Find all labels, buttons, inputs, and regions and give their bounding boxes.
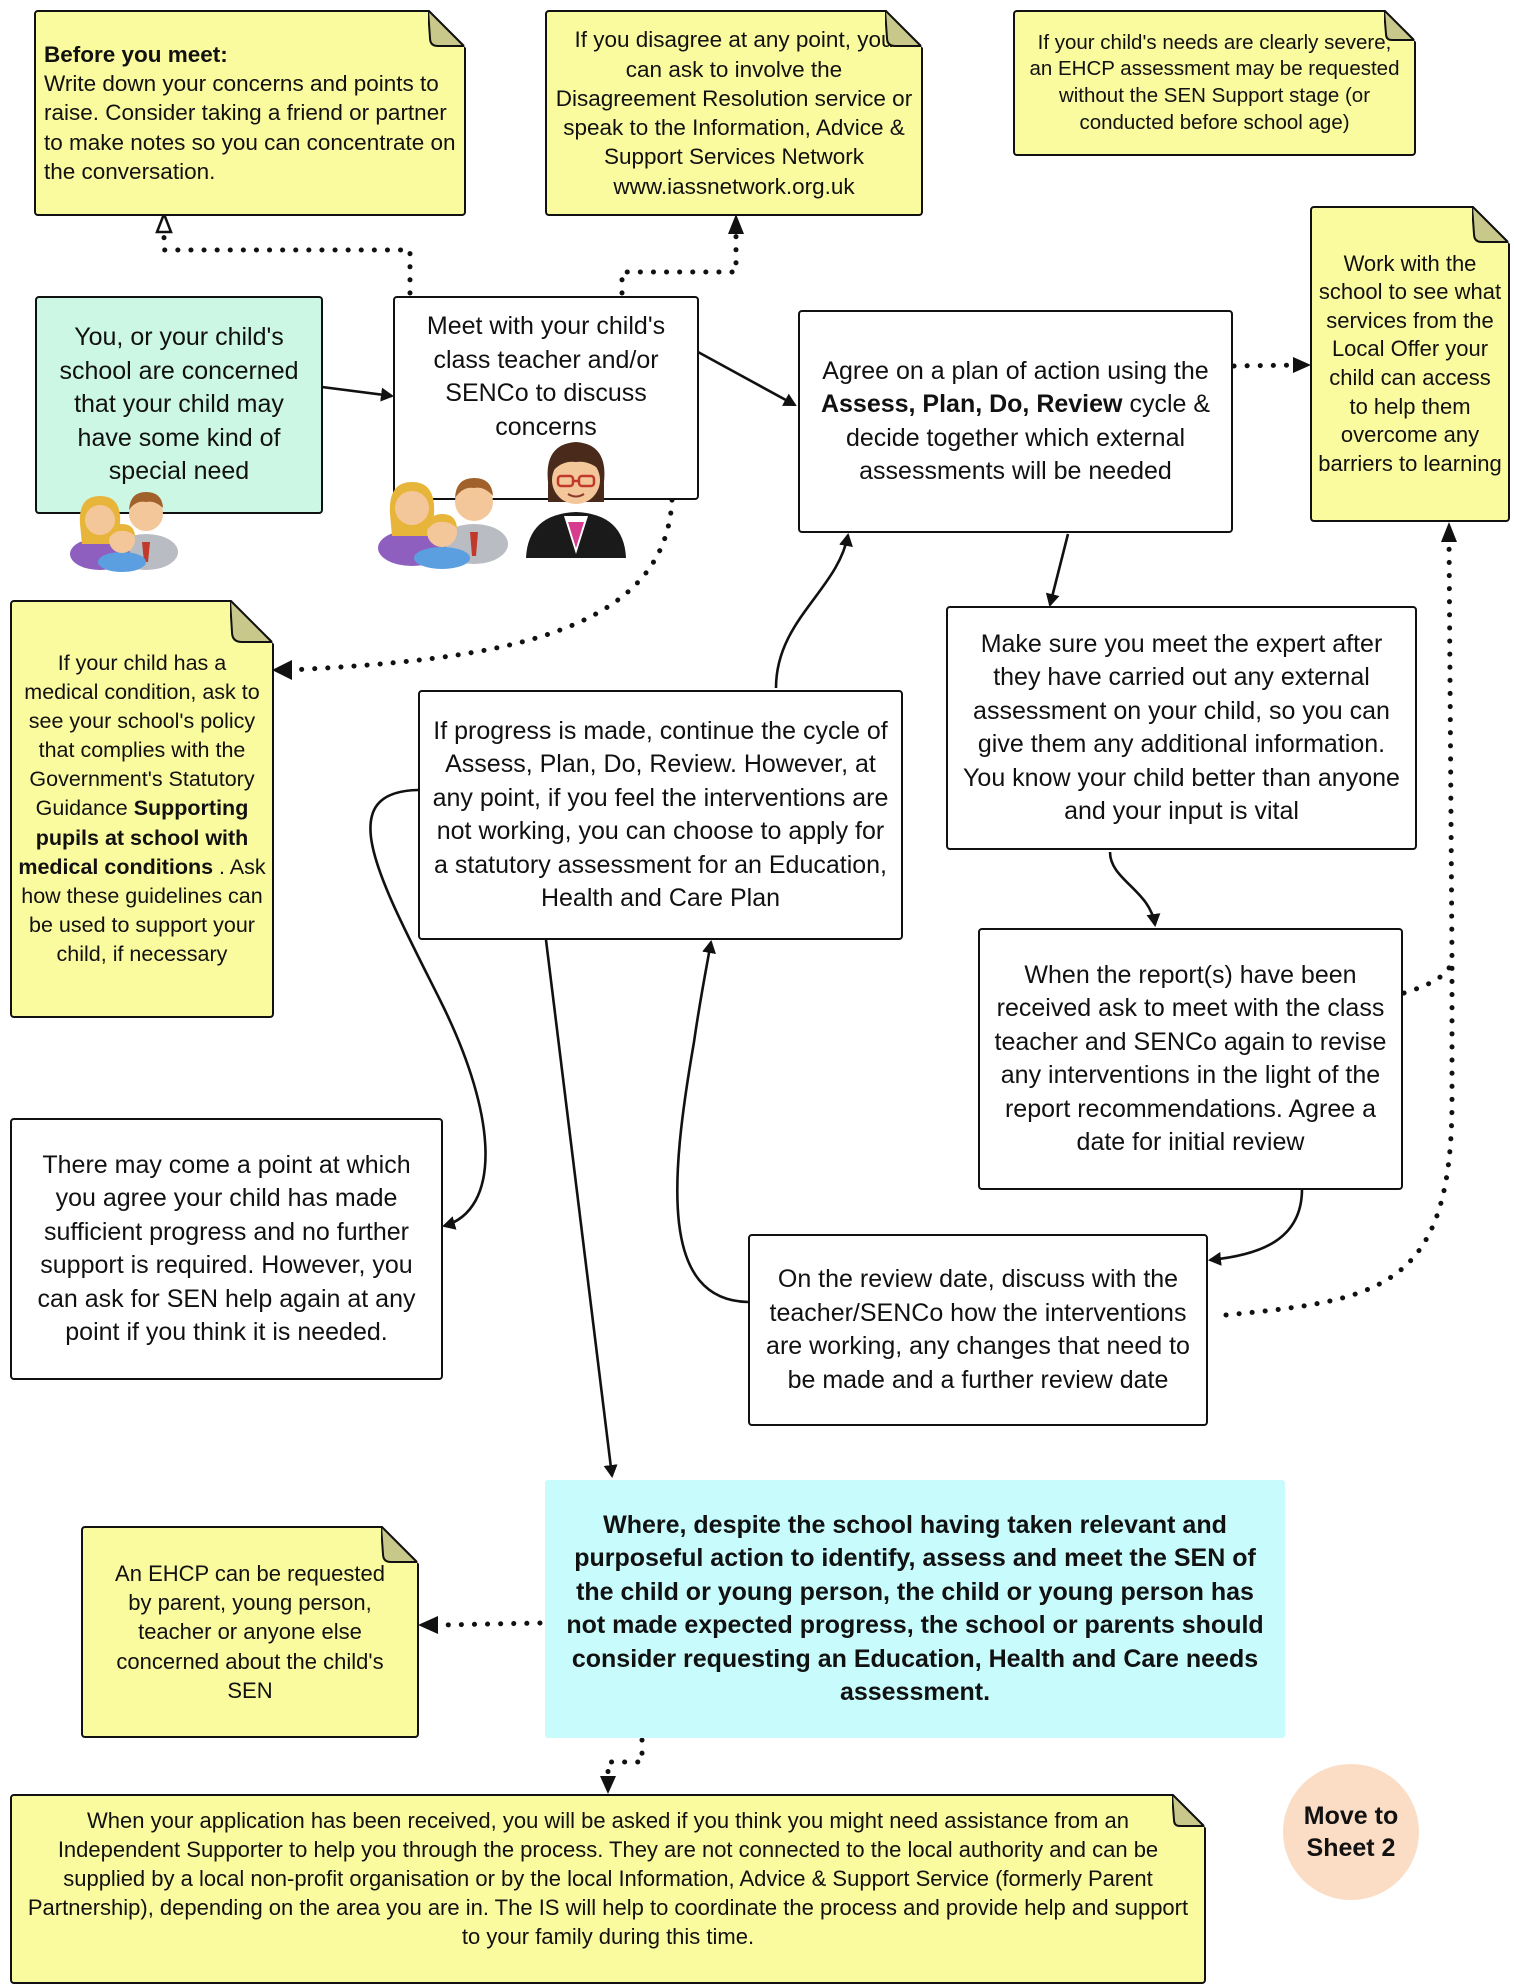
step-agree-plan: Agree on a plan of action using the Asse… — [798, 310, 1233, 533]
step-agree-plan-text: Agree on a plan of action using the Asse… — [812, 355, 1219, 489]
arrow-progress-to-agree — [774, 533, 853, 689]
dotted-meet-to-disagree — [619, 227, 739, 296]
arrow-reports-to-review — [1208, 1188, 1304, 1266]
note-ehcp-severe-needs: If your child's needs are clearly severe… — [1013, 10, 1416, 156]
step-no-further-text: There may come a point at which you agre… — [37, 1150, 416, 1347]
note-independent-supporter: When your application has been received,… — [10, 1794, 1206, 1984]
dotted-reports-to-localoffer — [1401, 533, 1455, 996]
arrow-progress-to-despite — [544, 939, 618, 1478]
step-progress-text: If progress is made, continue the cycle … — [432, 716, 889, 913]
dotted-agree-to-localoffer — [1231, 362, 1303, 369]
note-before-you-meet-title: Before you meet: — [44, 41, 228, 67]
step-meet-expert-text: Make sure you meet the expert after they… — [963, 629, 1400, 826]
note-ehcp-request: An EHCP can be requested by parent, youn… — [81, 1526, 419, 1738]
step-despite-progress: Where, despite the school having taken r… — [545, 1480, 1285, 1738]
step-concerned-text: You, or your child's school are concerne… — [59, 323, 299, 486]
note-before-you-meet: Before you meet: Write down your concern… — [34, 10, 466, 216]
arrowhead-localoffer-up — [1441, 522, 1457, 542]
parents-family-icon — [60, 462, 192, 577]
dotted-review-to-localoffer — [1223, 957, 1455, 1318]
arrowhead-disagree — [728, 214, 744, 234]
step-agree-bold: Assess, Plan, Do, Review — [820, 390, 1123, 418]
note-medical-post: . Ask how these guidelines can be used t… — [21, 854, 266, 966]
arrowhead-medical — [272, 660, 292, 680]
move-to-sheet-2-button[interactable]: Move to Sheet 2 — [1283, 1764, 1419, 1900]
dotted-despite-to-supporter — [605, 1737, 645, 1778]
step-meet-teacher-text: Meet with your child's class teacher and… — [426, 312, 666, 441]
note-medical-text: If your child has a medical condition, a… — [18, 649, 266, 968]
arrowhead-beforemeet — [155, 210, 173, 234]
move-to-sheet-2-label: Move to Sheet 2 — [1303, 1801, 1399, 1863]
teacher-icon — [520, 430, 632, 565]
parents-group-icon — [366, 440, 522, 575]
note-before-you-meet-body: Write down your concerns and points to r… — [44, 71, 456, 184]
step-concerned: You, or your child's school are concerne… — [35, 296, 323, 514]
arrow-review-to-progress — [676, 940, 749, 1304]
step-review-text: On the review date, discuss with the tea… — [766, 1265, 1190, 1394]
step-progress: If progress is made, continue the cycle … — [418, 690, 903, 940]
step-review-date: On the review date, discuss with the tea… — [748, 1234, 1208, 1426]
step-agree-post: cycle & decide together which external a… — [845, 390, 1211, 485]
note-disagreement-text: If you disagree at any point, you can as… — [555, 27, 913, 199]
note-local-offer-text: Work with the school to see what service… — [1318, 250, 1502, 476]
arrow-progress-to-nofurther — [369, 788, 487, 1230]
step-agree-pre: Agree on a plan of action using the — [822, 356, 1209, 385]
arrowhead-localoffer-right — [1293, 357, 1311, 373]
arrowhead-ehcprequest — [418, 1616, 438, 1634]
note-medical-pre: If your child has a medical condition, a… — [24, 651, 260, 821]
note-ehcp-request-text: An EHCP can be requested by parent, youn… — [115, 1561, 385, 1703]
note-medical-condition: If your child has a medical condition, a… — [10, 600, 274, 1018]
step-meet-teacher: Meet with your child's class teacher and… — [393, 296, 699, 500]
arrow-meet-to-agree — [697, 350, 797, 407]
note-independent-supporter-text: When your application has been received,… — [27, 1808, 1189, 1950]
note-local-offer: Work with the school to see what service… — [1310, 206, 1510, 522]
step-reports-received: When the report(s) have been received as… — [978, 928, 1403, 1190]
dotted-despite-to-ehcprequest — [437, 1620, 543, 1628]
arrowhead-supporter — [600, 1776, 616, 1794]
step-reports-text: When the report(s) have been received as… — [994, 960, 1387, 1157]
step-no-further-support: There may come a point at which you agre… — [10, 1118, 443, 1380]
arrow-concerned-to-meet — [321, 385, 394, 402]
arrow-agree-to-expert — [1045, 533, 1070, 607]
dotted-meet-to-beforemeet — [161, 227, 413, 296]
step-meet-expert: Make sure you meet the expert after they… — [946, 606, 1417, 850]
step-despite-text: Where, despite the school having taken r… — [566, 1510, 1264, 1707]
note-disagreement-resolution: If you disagree at any point, you can as… — [545, 10, 923, 216]
note-ehcp-severe-text: If your child's needs are clearly severe… — [1029, 30, 1400, 134]
note-medical-bold: Supporting pupils at school with medical… — [18, 796, 249, 879]
dotted-meet-to-medical — [287, 497, 675, 673]
arrow-expert-to-reports — [1108, 851, 1161, 927]
